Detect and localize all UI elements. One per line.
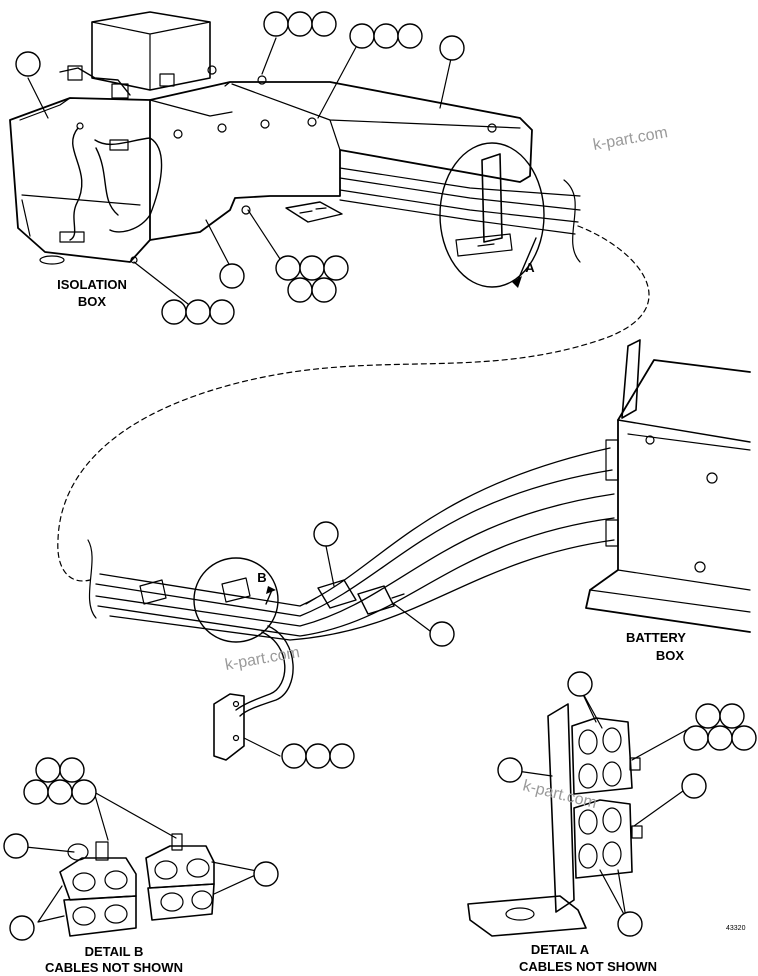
view-a-indicator: A xyxy=(439,142,545,288)
drawing-number: 43320 xyxy=(726,925,746,932)
callout-balloons xyxy=(3,11,757,941)
watermark-3: k-part.com xyxy=(521,777,598,812)
isolation-box-label-line1: ISOLATION xyxy=(57,277,127,292)
detail-a-bracket: DETAIL A CABLES NOT SHOWN xyxy=(467,703,657,974)
detail-b-title: DETAIL B xyxy=(85,944,144,959)
isolation-box-assembly xyxy=(9,11,267,265)
leader-lines xyxy=(15,35,691,923)
detail-a-subtitle: CABLES NOT SHOWN xyxy=(519,959,657,974)
cable-bundle: B xyxy=(87,439,619,761)
watermark-2: k-part.com xyxy=(224,644,301,674)
view-a-letter: A xyxy=(525,260,535,275)
battery-box-label-line1: BATTERY xyxy=(626,630,686,645)
continuation-dashed-line xyxy=(57,225,650,582)
detail-b-clamps: DETAIL B CABLES NOT SHOWN xyxy=(45,833,215,975)
isolation-box-label-line2: BOX xyxy=(78,294,107,309)
battery-box: BATTERY BOX xyxy=(585,339,751,663)
mounting-rail xyxy=(149,81,581,263)
detail-a-title: DETAIL A xyxy=(531,942,590,957)
battery-box-label-line2: BOX xyxy=(656,648,685,663)
view-b-letter: B xyxy=(257,570,266,585)
detail-b-subtitle: CABLES NOT SHOWN xyxy=(45,960,183,975)
watermark-1: k-part.com xyxy=(592,124,669,154)
